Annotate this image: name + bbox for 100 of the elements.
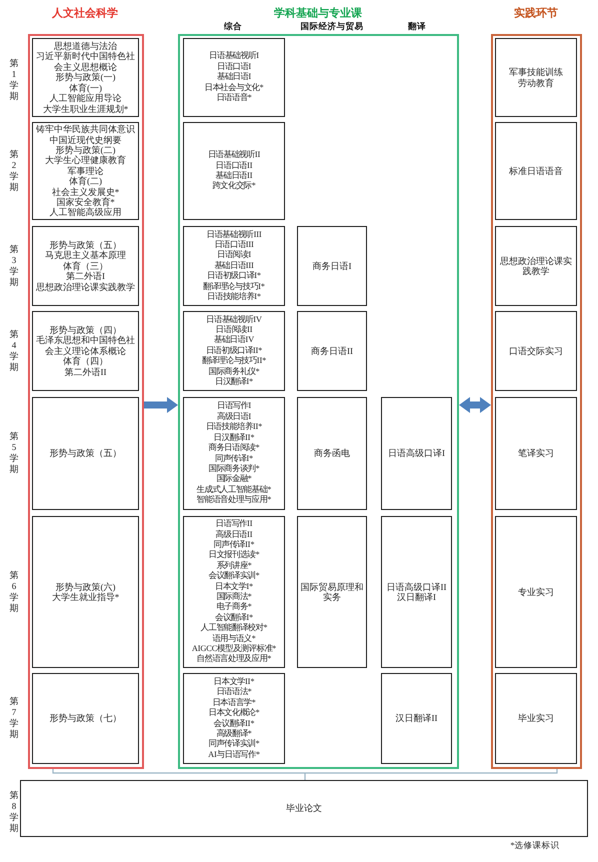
course-name: 国际商务谈判* (208, 464, 260, 474)
course-name: 日语语法* (216, 687, 252, 698)
course-name: 国家安全教育* (55, 197, 116, 208)
course-name: 人工智能翻译校对* (200, 623, 268, 634)
course-name: 日语基础视听III (206, 230, 262, 240)
course-name: 日语基础视听IV (206, 314, 262, 325)
course-name: 日语写作II (216, 519, 252, 530)
course-name: 国际商务礼仪* (208, 366, 260, 377)
course-name: 思想道德与法治 (53, 41, 118, 52)
course-name: 日本社会与文化* (204, 82, 264, 92)
course-name: 日语口语II (216, 160, 252, 171)
course-box (495, 516, 577, 668)
course-box (183, 226, 285, 306)
course-box (183, 673, 285, 764)
column-subheading: 翻译 (408, 21, 426, 31)
course-name: 国际金融* (216, 474, 252, 485)
course-name: 笔译实习 (517, 448, 555, 459)
course-box (20, 780, 588, 837)
course-name: 日语基础视听II (208, 150, 260, 161)
course-name: 日语阅读I (216, 250, 252, 261)
course-box (32, 673, 139, 764)
course-name: 翻译理论与技巧I* (203, 282, 265, 292)
course-name: 会议翻译I* (214, 612, 254, 623)
column-heading: 学科基础与专业课 (274, 8, 362, 20)
course-name: 口语交际实习 (508, 346, 564, 356)
course-box (495, 122, 577, 220)
course-name: 人工智能高级应用 (48, 207, 122, 218)
semester-label: 第3学期 (9, 244, 19, 288)
course-name: 日文报刊选读* (208, 550, 260, 560)
course-name: 汉日翻译I (396, 592, 437, 602)
course-box (297, 226, 367, 306)
course-box (183, 38, 285, 117)
course-name: 商务日语阅读* (208, 443, 260, 454)
course-name: 体育（四） (62, 356, 109, 367)
course-name: 日语写作I (216, 401, 252, 412)
course-name: 军事技能训练 (508, 67, 564, 78)
course-name: 会议翻译实训* (208, 571, 260, 582)
semester-label: 第2学期 (9, 149, 19, 193)
course-name: 高级翻译* (216, 728, 252, 739)
course-name: 大学生心理健康教育 (44, 155, 127, 166)
course-name: 体育（三） (62, 260, 109, 272)
course-box (32, 38, 139, 117)
course-name: 日语阅读II (216, 324, 252, 335)
course-name: 形势与政策（五） (48, 240, 122, 250)
course-name: 日语技能培养I* (207, 292, 261, 302)
course-name: 日语语音* (216, 93, 252, 104)
course-name: AIGCC模型及测评标准* (192, 644, 276, 654)
course-box (495, 38, 577, 117)
course-name: 形势与政策（七） (48, 713, 122, 724)
course-name: 第二外语II (64, 366, 108, 378)
course-name: 基础日语IV (214, 335, 254, 346)
course-name: 社会主义发展史* (50, 186, 120, 197)
course-name: 同声传译实训* (208, 739, 260, 750)
course-name: 汉日翻译II (394, 713, 438, 724)
course-box (32, 122, 139, 220)
course-name: 大学生职业生涯规划* (42, 104, 130, 114)
course-name: 日语高级口译I (387, 448, 446, 459)
course-name: 日语技能培养II* (206, 422, 262, 433)
course-name: 日汉翻译I* (214, 377, 254, 388)
course-name: 形势与政策(二) (54, 144, 116, 156)
course-name: 跨文化交际* (212, 181, 256, 192)
course-name: 形势与政策（五） (48, 448, 122, 459)
course-box (381, 673, 452, 764)
course-name: 会议翻译II* (214, 718, 254, 728)
course-name: 基础日语I (216, 72, 252, 83)
course-name: 商务日语I (312, 260, 352, 272)
course-box (32, 226, 139, 306)
course-name: 习近平新时代中国特色社会主义思想概论 (35, 51, 136, 72)
course-name: 铸牢中华民族共同体意识 (35, 124, 136, 135)
course-name: 中国近现代史纲要 (48, 134, 122, 145)
course-name: 日语口语III (214, 240, 254, 250)
course-name: 日本文学II* (214, 676, 254, 687)
course-box (297, 311, 367, 391)
course-box (183, 311, 285, 391)
course-name: 日语口语I (216, 62, 252, 72)
semester-label: 第8学期 (9, 790, 19, 834)
course-name: 毛泽东思想和中国特色社会主义理论体系概论 (35, 335, 136, 356)
course-name: 军事理论 (66, 166, 104, 176)
course-name: 思想政治理论课实践教学 (35, 282, 136, 292)
course-name: 形势与政策(一) (54, 72, 116, 83)
course-name: 高级日语I (216, 412, 252, 422)
course-name: 同声传译I* (214, 454, 254, 464)
course-box (495, 397, 577, 510)
semester-label: 第4学期 (9, 329, 19, 373)
course-name: 系列讲座* (216, 560, 252, 571)
course-name: 马克思主义基本原理 (44, 250, 127, 261)
course-name: 劳动教育 (517, 78, 555, 88)
course-name: 同声传译II* (214, 540, 254, 550)
course-name: 日本文化概论* (208, 708, 260, 718)
column-subheading: 综合 (224, 21, 242, 31)
course-box (495, 311, 577, 391)
course-name: 体育(一) (68, 82, 103, 94)
course-box (32, 397, 139, 510)
course-name: 国际商法* (216, 592, 252, 602)
course-box (183, 122, 285, 220)
course-name: 毕业论文 (285, 803, 323, 814)
course-name: 国际贸易原理和实务 (300, 582, 364, 602)
course-name: 体育(二) (69, 176, 103, 187)
course-box (297, 516, 367, 668)
course-name: 人工智能应用导论 (48, 93, 122, 104)
